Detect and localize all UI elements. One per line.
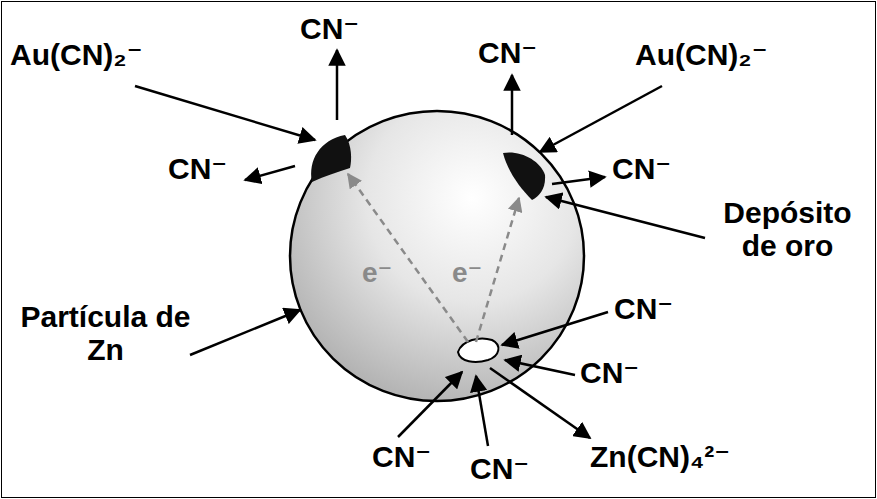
leader-arrow [552, 177, 605, 184]
leader-arrow [135, 86, 315, 140]
leader-arrow [490, 368, 590, 438]
leader-arrow [511, 75, 514, 135]
ion-label: CN⁻ [614, 292, 673, 325]
leader-arrow [190, 310, 300, 355]
complex-label: Au(CN)₂⁻ [635, 38, 767, 71]
leader-arrow [336, 50, 339, 120]
electron-path [348, 174, 468, 342]
zinc-sphere [290, 111, 584, 401]
ion-label: CN⁻ [168, 152, 227, 185]
complex-label: Au(CN)₂⁻ [10, 38, 142, 71]
leader-arrow [245, 166, 295, 180]
electron-label: e⁻ [362, 258, 392, 289]
electron-path [476, 198, 519, 342]
ion-label: CN⁻ [470, 452, 529, 485]
ion-label: CN⁻ [478, 36, 537, 69]
leader-arrow [540, 86, 662, 152]
leader-arrow [398, 372, 462, 437]
leader-arrow [505, 360, 575, 375]
ion-label: CN⁻ [580, 356, 639, 389]
ion-label: CN⁻ [300, 12, 359, 45]
leader-arrow [502, 312, 608, 345]
leader-arrow [476, 376, 488, 446]
dissolution-pit [458, 339, 498, 362]
electron-label: e⁻ [452, 258, 482, 289]
part-label: Depósito de oro [705, 196, 870, 262]
gold-deposit [503, 152, 545, 200]
ion-label: CN⁻ [372, 440, 431, 473]
ion-label: CN⁻ [612, 152, 671, 185]
part-label: Partícula de Zn [18, 300, 193, 366]
complex-label: Zn(CN)₄²⁻ [590, 440, 730, 473]
gold-deposit [311, 135, 351, 182]
leader-arrow [546, 197, 705, 238]
